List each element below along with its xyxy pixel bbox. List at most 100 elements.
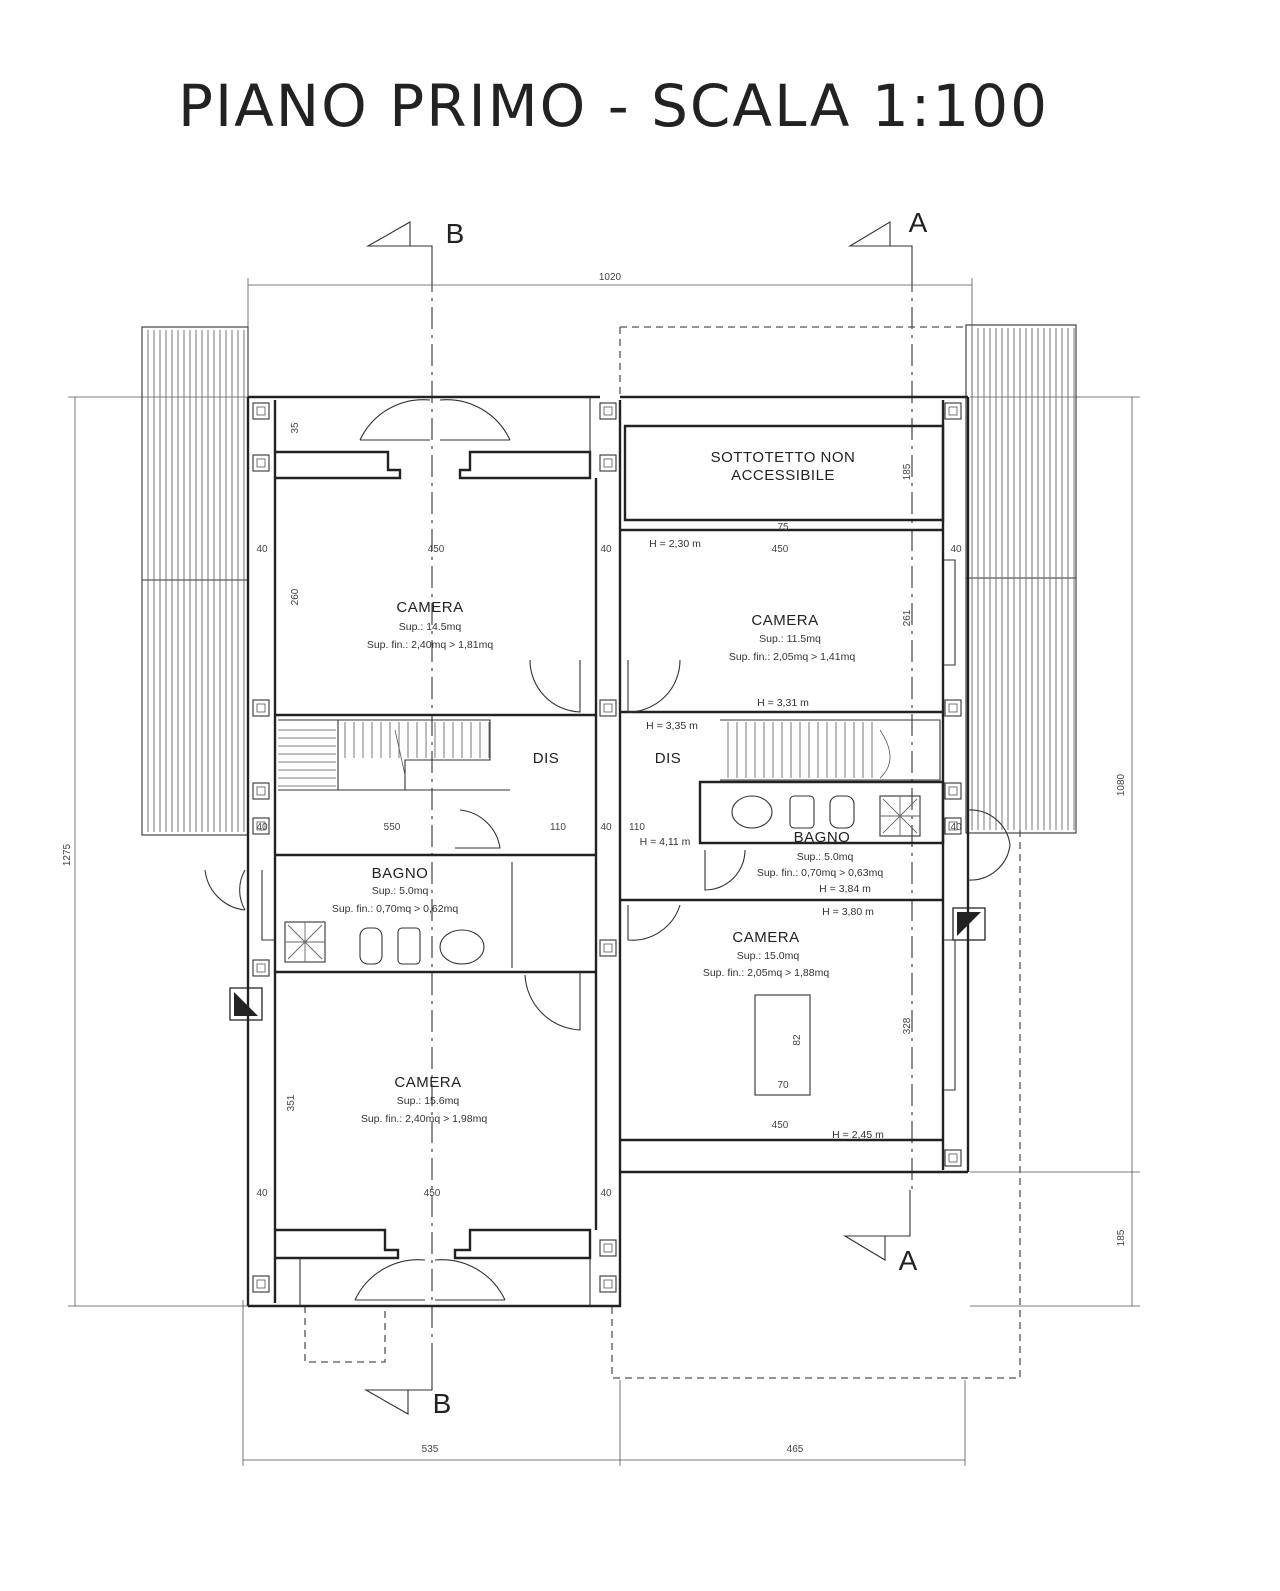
svg-text:40: 40 [600, 822, 612, 833]
room-sup-fin: Sup. fin.: 2,40mq > 1,98mq [361, 1113, 488, 1125]
room-sup-fin: Sup. fin.: 0,70mq > 0,63mq [757, 867, 884, 879]
toilet-west [359, 927, 383, 965]
room-camera-nw: CAMERA Sup.: 14.5mq Sup. fin.: 2,40mq > … [367, 599, 494, 651]
room-camera-sw: CAMERA Sup.: 15.6mq Sup. fin.: 2,40mq > … [361, 1074, 488, 1125]
room-dis-w: DIS [533, 750, 560, 767]
svg-text:82: 82 [792, 1034, 803, 1046]
room-bagno-e: BAGNO Sup.: 5.0mq Sup. fin.: 0,70mq > 0,… [640, 829, 884, 918]
svg-text:450: 450 [772, 1120, 789, 1131]
room-camera-se: CAMERA Sup.: 15.0mq Sup. fin.: 2,05mq > … [703, 929, 884, 1141]
bed-outline [754, 994, 811, 1096]
room-sottotetto: SOTTOTETTO NON ACCESSIBILE [711, 449, 856, 484]
chimney-squares [252, 402, 962, 1293]
dashed-outline-top [619, 326, 968, 397]
doors [204, 399, 1011, 1301]
room-height-3: H = 4,11 m [640, 836, 691, 848]
roof-hatch-right [965, 324, 1077, 834]
svg-text:260: 260 [290, 588, 301, 605]
svg-text:450: 450 [772, 544, 789, 555]
svg-text:35: 35 [290, 422, 301, 434]
dim-right-height: 1080 [1116, 773, 1127, 796]
svg-text:70: 70 [777, 1080, 789, 1091]
room-sup: Sup.: 11.5mq [759, 633, 821, 645]
page-title: PIANO PRIMO - SCALA 1:100 [178, 72, 1050, 140]
room-sup: Sup.: 14.5mq [399, 621, 462, 633]
room-height-bottom: H = 3,31 m [757, 697, 809, 709]
room-sup: Sup.: 5.0mq [372, 885, 429, 897]
room-name: BAGNO [794, 829, 851, 846]
dim-overall-width: 1020 [599, 272, 622, 283]
svg-text:550: 550 [384, 822, 401, 833]
dim-bottom-right: 465 [787, 1444, 804, 1455]
internal-dimensions: 450 450 450 450 40 40 40 40 40 40 40 40 … [256, 422, 962, 1199]
stairs-west [278, 719, 510, 791]
sink-west [439, 929, 485, 965]
room-camera-ne: CAMERA Sup.: 11.5mq Sup. fin.: 2,05mq > … [649, 538, 855, 709]
bidet-west [397, 927, 421, 965]
dimension-bottom: 535 465 [242, 1300, 966, 1466]
section-label-a-bottom: A [899, 1245, 918, 1276]
dimension-top: 1020 [247, 272, 973, 400]
dimension-right: 1080 185 [970, 396, 1140, 1307]
room-sup-fin: Sup. fin.: 2,05mq > 1,88mq [703, 967, 830, 979]
room-name: CAMERA [732, 929, 799, 946]
room-height: H = 3,35 m [646, 720, 698, 732]
sottotetto-line1: SOTTOTETTO NON [711, 449, 856, 466]
roof-hatch-left [141, 326, 249, 836]
sottotetto-line2: ACCESSIBILE [731, 467, 835, 484]
room-sup-fin: Sup. fin.: 2,40mq > 1,81mq [367, 639, 494, 651]
fixtures [284, 795, 921, 1096]
svg-text:40: 40 [950, 822, 962, 833]
dimension-left: 1275 [62, 396, 250, 1307]
room-height-1: H = 3,84 m [819, 883, 871, 895]
room-sup-fin: Sup. fin.: 2,05mq > 1,41mq [729, 651, 856, 663]
svg-text:40: 40 [950, 544, 962, 555]
room-sup: Sup.: 15.0mq [737, 950, 800, 962]
room-height: H = 2,45 m [832, 1129, 884, 1141]
svg-text:75: 75 [777, 522, 789, 533]
section-marker-b-bottom: B [363, 1360, 452, 1419]
dashed-outline-bottom-left [304, 1306, 386, 1363]
dim-bottom-left: 535 [422, 1444, 439, 1455]
svg-text:40: 40 [600, 1188, 612, 1199]
stairs-east [720, 719, 941, 781]
room-sup: Sup.: 15.6mq [397, 1095, 460, 1107]
svg-text:110: 110 [629, 822, 645, 833]
svg-text:450: 450 [428, 544, 445, 555]
svg-text:261: 261 [902, 609, 913, 626]
svg-text:40: 40 [256, 544, 268, 555]
room-bagno-w: BAGNO Sup.: 5.0mq Sup. fin.: 0,70mq > 0,… [332, 865, 459, 915]
svg-text:40: 40 [256, 1188, 268, 1199]
svg-text:351: 351 [286, 1094, 297, 1111]
section-marker-b-top: B [365, 218, 465, 270]
svg-text:450: 450 [424, 1188, 441, 1199]
svg-text:110: 110 [550, 822, 566, 833]
bidet-east [789, 795, 815, 829]
room-name: DIS [533, 750, 560, 767]
dim-overall-height: 1275 [62, 843, 73, 866]
svg-text:185: 185 [902, 463, 913, 480]
room-dis-e: DIS H = 3,35 m [646, 720, 698, 767]
section-marker-a-top: A [848, 207, 928, 270]
section-label-b-bottom: B [433, 1388, 452, 1419]
section-label-a-top: A [909, 207, 928, 238]
room-name: CAMERA [394, 1074, 461, 1091]
sink-east [731, 795, 773, 829]
room-sup-fin: Sup. fin.: 0,70mq > 0,62mq [332, 903, 459, 915]
walls [246, 395, 970, 1308]
section-label-b-top: B [446, 218, 465, 249]
room-height-top: H = 2,30 m [649, 538, 701, 550]
svg-text:40: 40 [256, 822, 268, 833]
room-name: BAGNO [372, 865, 429, 882]
svg-text:328: 328 [902, 1017, 913, 1034]
toilet-east [829, 795, 855, 829]
room-name: CAMERA [751, 612, 818, 629]
room-sup: Sup.: 5.0mq [797, 851, 854, 863]
dim-right-lower: 185 [1116, 1229, 1127, 1246]
room-height-2: H = 3,80 m [822, 906, 874, 918]
north-flags [229, 907, 986, 1021]
section-marker-a-bottom: A [843, 1190, 918, 1276]
svg-text:40: 40 [600, 544, 612, 555]
room-name: DIS [655, 750, 682, 767]
